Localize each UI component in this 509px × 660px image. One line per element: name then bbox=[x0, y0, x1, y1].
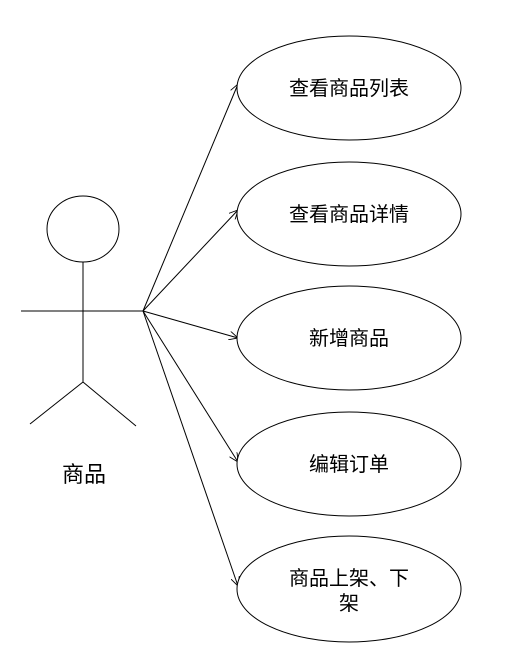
use-case: 查看商品详情 bbox=[236, 161, 462, 267]
associations bbox=[142, 84, 238, 586]
use-case-label: 新增商品 bbox=[309, 326, 389, 350]
actor-left-leg bbox=[29, 381, 84, 425]
use-case-label: 商品上架、下 bbox=[289, 566, 409, 590]
actor: 商品 bbox=[21, 195, 143, 488]
use-case-ellipse bbox=[236, 411, 462, 517]
association-arrow bbox=[142, 84, 238, 312]
use-case-ellipse bbox=[236, 535, 462, 643]
actor-right-leg bbox=[82, 381, 137, 427]
use-case-label: 查看商品详情 bbox=[289, 202, 409, 226]
use-case: 新增商品 bbox=[236, 285, 462, 391]
use-case-ellipse bbox=[236, 35, 462, 141]
association-arrow bbox=[142, 310, 238, 586]
use-case-label: 编辑订单 bbox=[309, 452, 389, 476]
use-case-label: 架 bbox=[339, 591, 359, 615]
actor-head bbox=[46, 195, 120, 263]
association-arrow bbox=[142, 210, 238, 312]
use-case-label: 查看商品列表 bbox=[289, 76, 409, 100]
use-case-ellipse bbox=[236, 285, 462, 391]
association-arrow bbox=[142, 310, 238, 338]
use-case: 查看商品列表 bbox=[236, 35, 462, 141]
use-case: 编辑订单 bbox=[236, 411, 462, 517]
actor-name: 商品 bbox=[62, 463, 106, 488]
association-arrow bbox=[142, 310, 238, 462]
use-case: 商品上架、下 架 bbox=[236, 535, 462, 643]
use-case-ellipse bbox=[236, 161, 462, 267]
